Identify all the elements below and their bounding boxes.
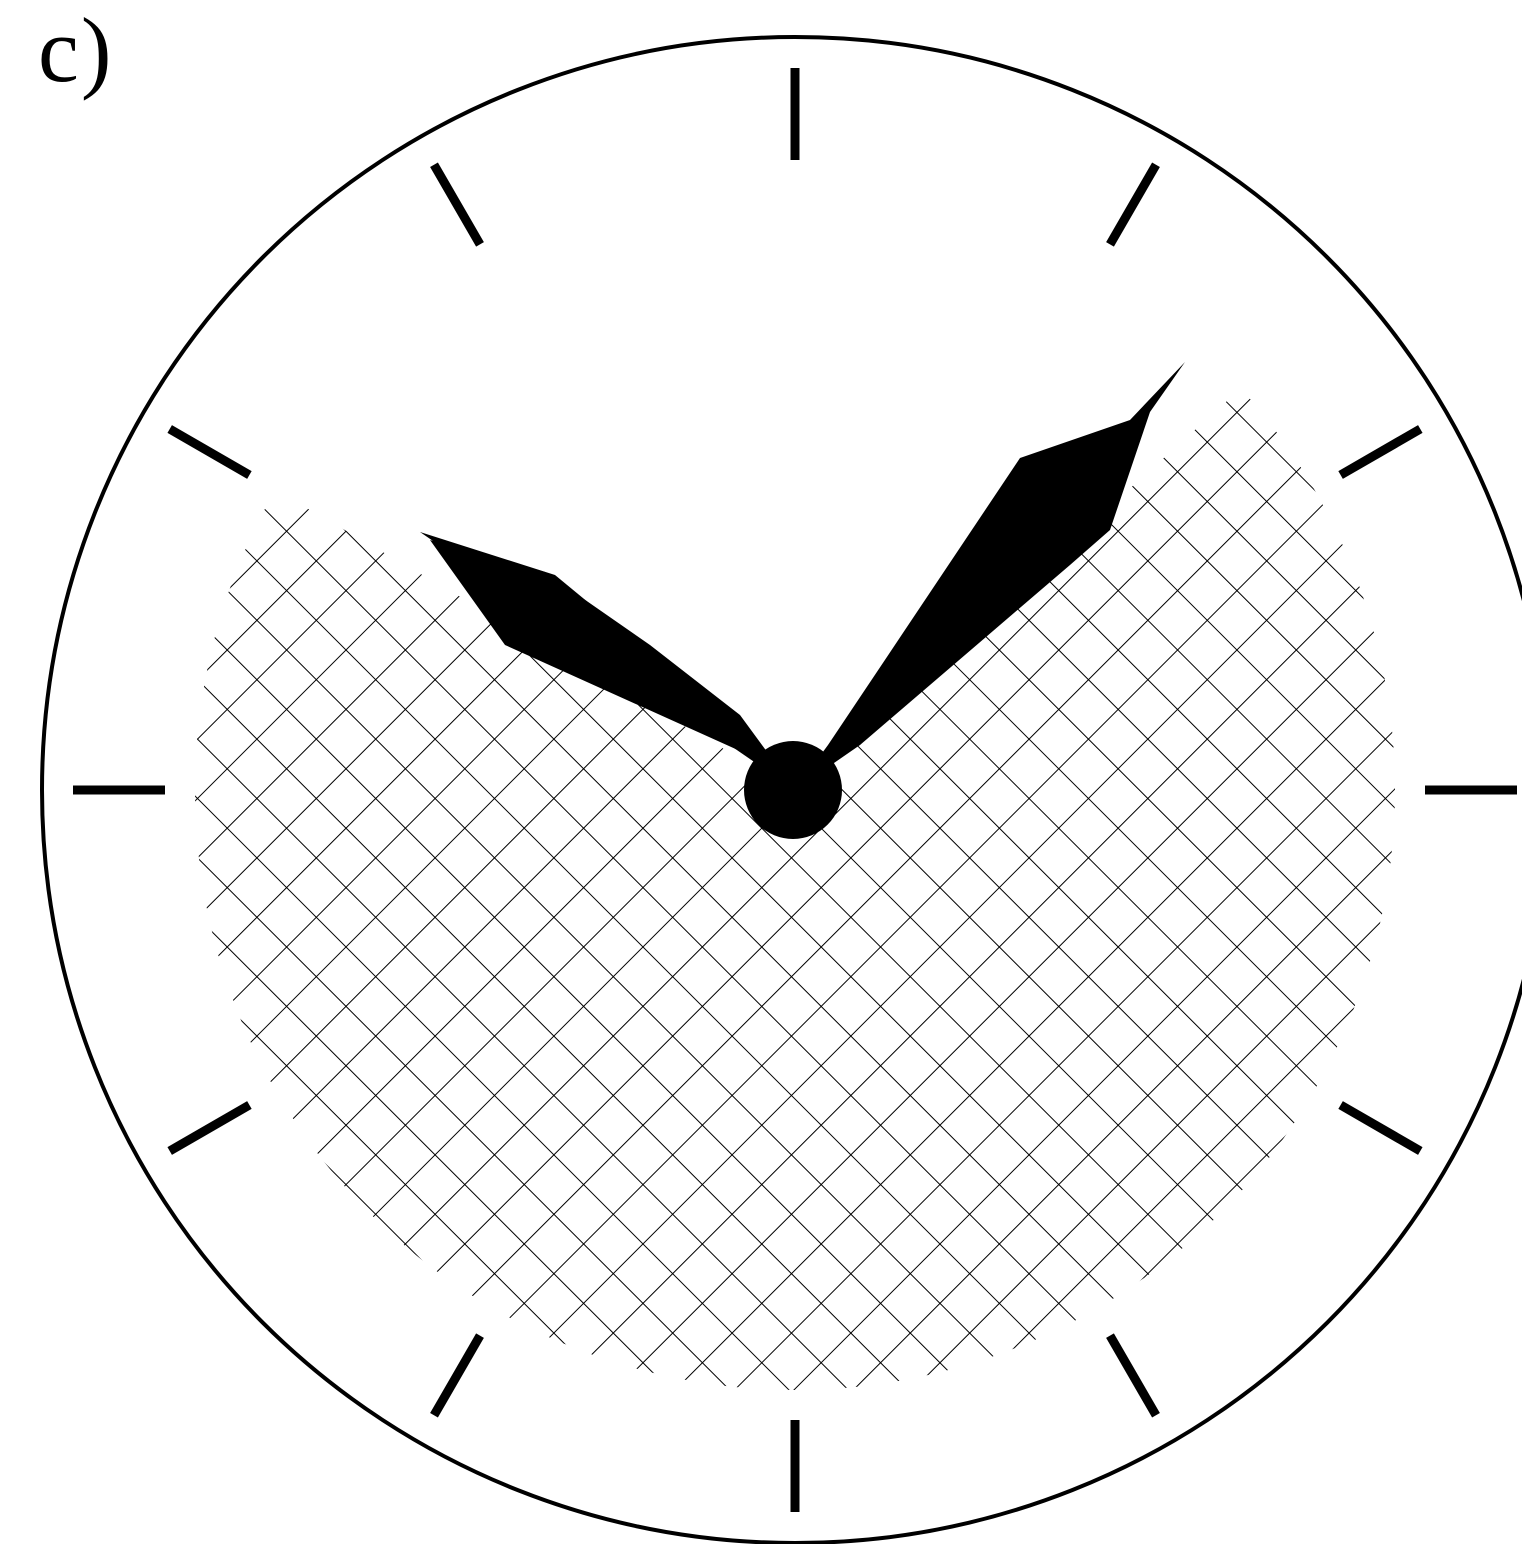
center-pivot [744,741,842,839]
